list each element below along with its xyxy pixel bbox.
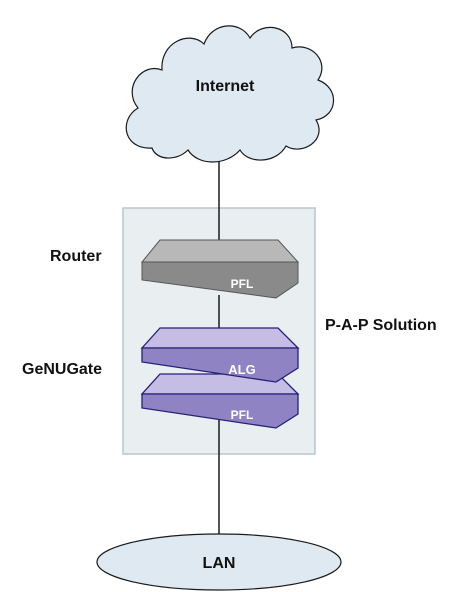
solution-label: P-A-P Solution bbox=[325, 317, 437, 334]
router-label: Router bbox=[50, 248, 102, 265]
genugate-device: PFL ALG bbox=[140, 327, 300, 429]
genugate-pfl-label: PFL bbox=[231, 408, 254, 422]
genugate-label: GeNUGate bbox=[22, 361, 102, 378]
genugate-alg-label: ALG bbox=[228, 362, 255, 377]
lan-label: LAN bbox=[203, 555, 236, 572]
router-device: PFL bbox=[140, 239, 300, 299]
lan-ellipse bbox=[96, 533, 342, 591]
internet-label: Internet bbox=[196, 78, 255, 95]
router-pfl-label: PFL bbox=[231, 277, 254, 291]
internet-cloud bbox=[125, 25, 335, 163]
